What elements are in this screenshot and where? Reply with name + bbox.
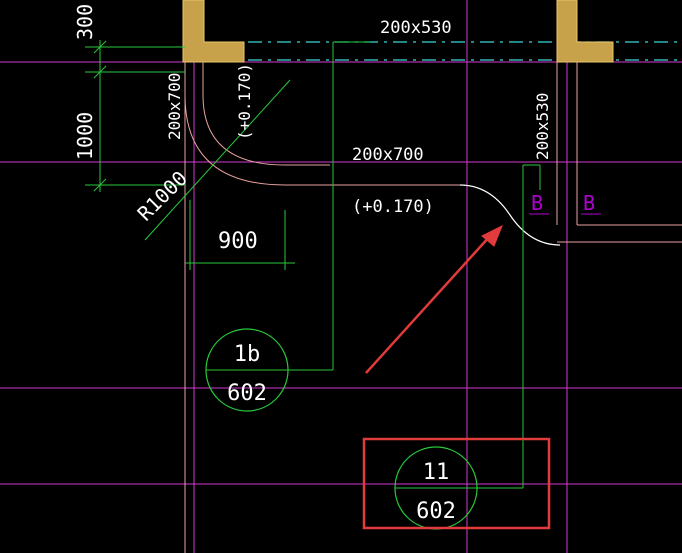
label-beam-right: 200x530 [533,93,552,160]
arrow-head [481,224,503,247]
column-left [182,0,245,63]
tick-2 [93,65,107,79]
tag-b2: B [583,191,595,215]
tick-3 [93,178,107,192]
callout-left-top: 1b [234,342,261,367]
callout-left: 1b 602 [205,328,289,412]
label-elev-mid: (+0.170) [352,197,434,217]
label-beam-mid: 200x700 [352,145,424,165]
drawing-labels: 300 1000 900 R1000 200x530 200x700 (+0.1… [73,4,552,254]
label-elev-left: (+0.170) [235,63,254,140]
callout-right: 11 602 [394,446,478,530]
callout-left-bottom: 602 [227,381,267,406]
detail-tags: B B [529,191,601,215]
label-dim-1000: 1000 [73,112,97,160]
tick-1 [93,40,107,54]
beam-outlines [184,62,682,553]
label-radius: R1000 [133,166,193,226]
callout-right-bottom: 602 [416,499,456,524]
dashed-beam-lines [248,41,682,61]
arrow-annotation-icon [365,224,503,374]
radius-leader [144,79,291,241]
label-beam-top: 200x530 [380,18,452,38]
callout-right-top: 11 [423,460,450,485]
beam-curve-outer [184,94,286,186]
beam-transition-curve [459,184,561,246]
label-dim-300: 300 [73,4,97,40]
tag-b1: B [531,191,543,215]
arrow-shaft [365,235,491,374]
column-right [556,0,614,63]
beam-curve-inner [202,94,286,166]
highlight-box-icon [362,437,551,530]
dimension-lines [85,40,541,489]
label-dim-900: 900 [218,229,258,254]
label-beam-left: 200x700 [165,73,184,140]
